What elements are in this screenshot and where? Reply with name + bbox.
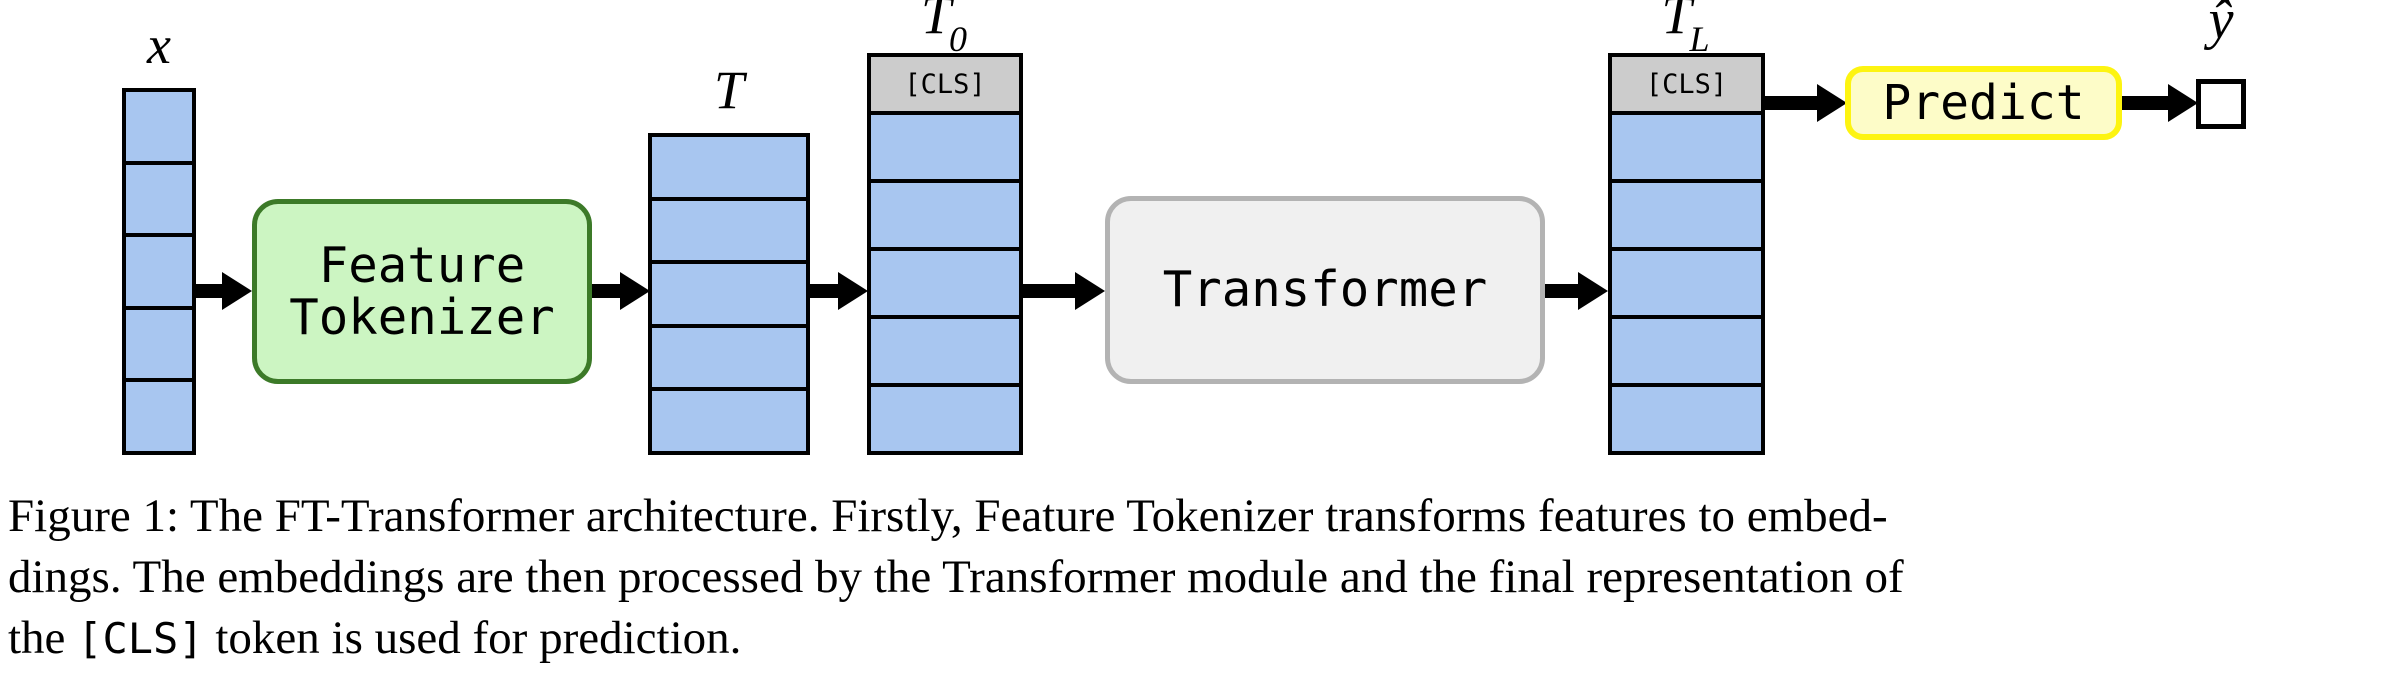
output-label-yhat-text: ŷ — [2208, 0, 2234, 51]
arrow-shaft — [1545, 284, 1584, 298]
column-label-x: x — [122, 18, 196, 72]
arrow-x-to-tokenizer — [196, 272, 252, 310]
output-label-yhat: ŷ — [2192, 0, 2250, 48]
column-label-x-base: x — [147, 15, 171, 75]
arrow-head — [1075, 272, 1105, 310]
figure-diagram: x Feature Tokenizer T T0 [CLS] — [122, 0, 2250, 455]
arrow-head — [2168, 84, 2198, 122]
arrow-T-to-T0 — [810, 272, 868, 310]
feature-tokenizer-box[interactable]: Feature Tokenizer — [252, 199, 592, 384]
caption-line-2: dings. The embeddings are then processed… — [8, 551, 1904, 603]
arrow-head — [222, 272, 252, 310]
token-cell — [1608, 315, 1765, 383]
token-cell — [122, 305, 196, 379]
arrow-shaft — [1765, 96, 1823, 110]
token-cell — [122, 88, 196, 161]
token-cell — [1608, 111, 1765, 179]
column-label-T: T — [648, 63, 810, 117]
token-cell — [648, 387, 810, 455]
caption-line-3-prefix: the — [8, 612, 78, 664]
token-cell — [867, 315, 1023, 383]
arrow-head — [1578, 272, 1608, 310]
predict-box[interactable]: Predict — [1845, 66, 2122, 140]
token-cell — [1608, 383, 1765, 455]
token-cell — [122, 160, 196, 234]
column-label-TL: TL — [1608, 0, 1765, 57]
token-cell — [867, 383, 1023, 455]
token-cell — [648, 196, 810, 261]
column-label-T0-base: T — [920, 0, 952, 45]
column-label-T0: T0 — [867, 0, 1023, 57]
arrow-cls-to-predict — [1765, 84, 1847, 122]
arrow-head — [1817, 84, 1847, 122]
arrow-transformer-to-TL — [1545, 272, 1608, 310]
token-cell — [122, 378, 196, 455]
caption-line-3-suffix: token is used for prediction. — [203, 612, 742, 664]
arrow-shaft — [592, 284, 626, 298]
arrow-shaft — [1023, 284, 1081, 298]
arrow-tokenizer-to-T — [592, 272, 650, 310]
token-cell — [122, 233, 196, 306]
column-label-TL-sub: L — [1689, 18, 1710, 59]
token-cell — [1608, 247, 1765, 315]
token-cell — [648, 133, 810, 197]
figure-caption: Figure 1: The FT-Transformer architectur… — [8, 486, 2376, 669]
column-label-TL-base: T — [1661, 0, 1692, 45]
transformer-box[interactable]: Transformer — [1105, 196, 1545, 384]
cls-token-cell: [CLS] — [867, 53, 1023, 111]
column-label-T0-sub: 0 — [949, 18, 968, 59]
caption-line-3: the [CLS] token is used for prediction. — [8, 608, 2376, 669]
token-column-x — [122, 88, 196, 455]
arrow-shaft — [196, 284, 228, 298]
token-column-T0: [CLS] — [867, 53, 1023, 455]
cls-token-cell: [CLS] — [1608, 53, 1765, 111]
token-column-T — [648, 133, 810, 455]
arrow-shaft — [2122, 96, 2174, 110]
arrow-T0-to-transformer — [1023, 272, 1105, 310]
arrow-predict-to-output — [2122, 84, 2198, 122]
token-column-TL: [CLS] — [1608, 53, 1765, 455]
column-label-T-base: T — [713, 60, 745, 120]
arrow-head — [620, 272, 650, 310]
token-cell — [648, 323, 810, 388]
arrow-shaft — [810, 284, 844, 298]
token-cell — [867, 179, 1023, 247]
token-cell — [867, 111, 1023, 179]
token-cell — [1608, 179, 1765, 247]
output-square — [2196, 79, 2246, 129]
caption-cls-token: [CLS] — [77, 614, 204, 663]
arrow-head — [838, 272, 868, 310]
caption-line-1: Figure 1: The FT-Transformer architectur… — [8, 490, 1888, 542]
token-cell — [867, 247, 1023, 315]
token-cell — [648, 260, 810, 324]
